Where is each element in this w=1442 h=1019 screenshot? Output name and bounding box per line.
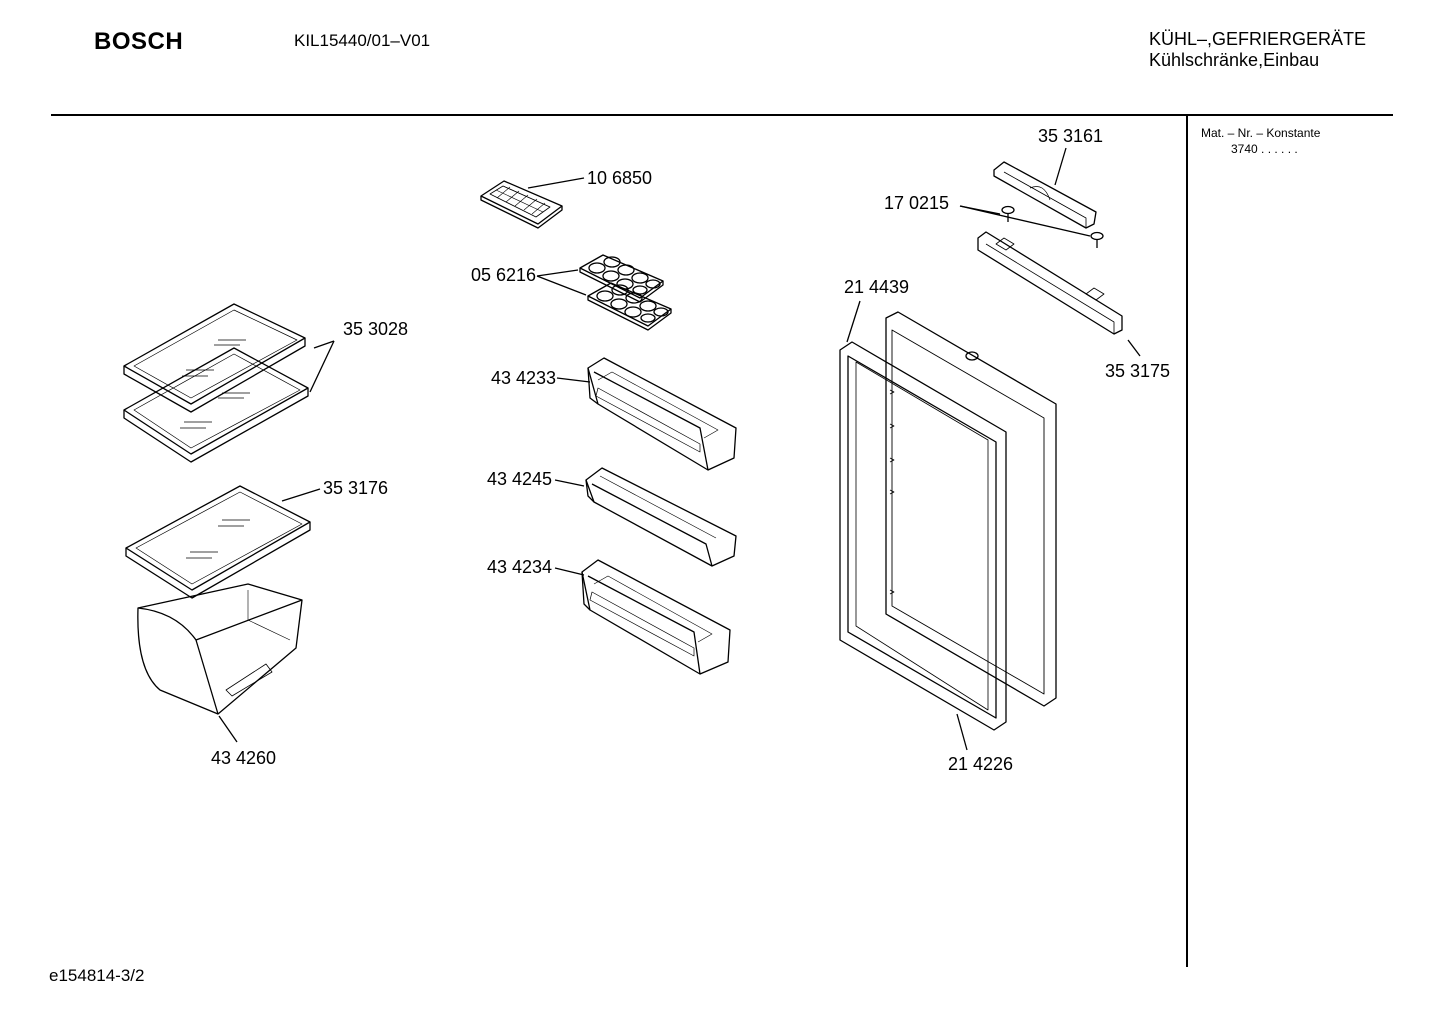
vegetable-crisper xyxy=(137,583,303,715)
part-label-10-6850[interactable]: 10 6850 xyxy=(587,168,652,188)
side-panel-divider xyxy=(1186,116,1188,967)
model-number: KIL15440/01–V01 xyxy=(294,31,431,50)
ice-cube-tray xyxy=(480,180,563,229)
header-divider xyxy=(51,114,1393,116)
part-label-43-4260[interactable]: 43 4260 xyxy=(211,748,276,768)
part-label-43-4233[interactable]: 43 4233 xyxy=(491,368,556,388)
side-panel-heading: Mat. – Nr. – Konstante xyxy=(1201,126,1321,140)
side-panel: Mat. – Nr. – Konstante 3740 . . . . . . xyxy=(1201,125,1320,157)
category-title: KÜHL–,GEFRIERGERÄTE xyxy=(1149,29,1367,49)
part-label-35-3028[interactable]: 35 3028 xyxy=(343,319,408,339)
part-label-21-4226[interactable]: 21 4226 xyxy=(948,754,1013,774)
door-bin-upper xyxy=(587,357,737,471)
inner-door-panel xyxy=(885,311,1057,707)
brand-logo: BOSCH xyxy=(94,28,184,55)
side-panel-value: 3740 . . . . . . xyxy=(1231,142,1298,156)
screws xyxy=(1001,205,1104,248)
part-label-35-3175[interactable]: 35 3175 xyxy=(1105,361,1170,381)
door-bin-middle xyxy=(585,467,737,567)
part-label-21-4439[interactable]: 21 4439 xyxy=(844,277,909,297)
handle-bracket xyxy=(977,231,1123,335)
glass-shelves-upper xyxy=(123,303,309,463)
part-label-43-4245[interactable]: 43 4245 xyxy=(487,469,552,489)
door-bin-lower xyxy=(581,559,731,675)
part-label-17-0215[interactable]: 17 0215 xyxy=(884,193,949,213)
part-label-43-4234[interactable]: 43 4234 xyxy=(487,557,552,577)
part-label-35-3161[interactable]: 35 3161 xyxy=(1038,126,1103,146)
handle-cover xyxy=(993,161,1097,229)
drawing-code: e154814-3/2 xyxy=(49,966,145,985)
category-subtitle: Kühlschränke,Einbau xyxy=(1149,50,1320,70)
part-label-35-3176[interactable]: 35 3176 xyxy=(323,478,388,498)
part-label-05-6216[interactable]: 05 6216 xyxy=(471,265,536,285)
category-block: KÜHL–,GEFRIERGERÄTE Kühlschränke,Einbau xyxy=(1149,29,1366,71)
egg-trays xyxy=(579,254,672,331)
glass-shelf-lower xyxy=(125,485,311,599)
door-gasket xyxy=(839,341,1007,731)
leader-lines xyxy=(218,147,1141,751)
